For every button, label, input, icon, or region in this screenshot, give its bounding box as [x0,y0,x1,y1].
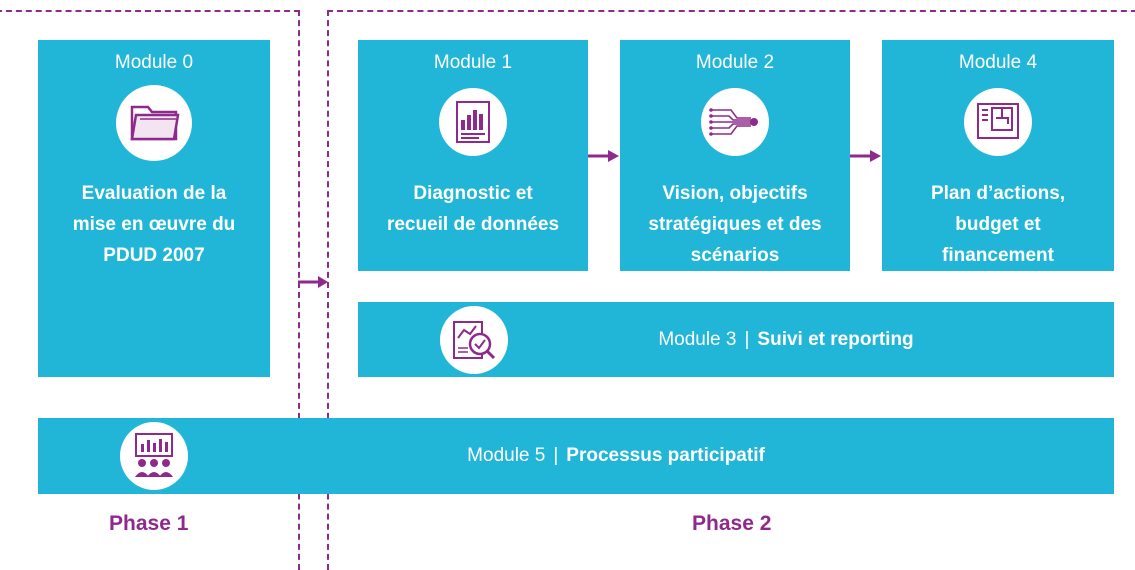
phase-1-container [0,10,300,570]
module-3-separator: | [744,328,750,350]
presentation-audience-icon [120,422,188,490]
module-3-bar: Module 3 | Suivi et reporting [358,302,1114,377]
module-2-description: Vision, objectifs stratégiques et des sc… [648,183,822,266]
module-2-title: Module 2 [695,52,775,73]
module-5-bar: Module 5 | Processus participatif [38,418,1114,494]
module-0-title: Module 0 [114,52,194,73]
network-lines-icon [701,88,769,156]
module-4-title: Module 4 [958,52,1038,73]
module-2-card: Module 2 Vision, objectifs stratégiques … [620,40,850,271]
module-5-separator: | [553,445,559,466]
module-5-description: Processus participatif [566,445,765,466]
module-3-description: Suivi et reporting [757,328,914,350]
phase-2-container [327,10,1135,570]
module-1-card: Module 1 Diagnostic et recueil de donnée… [358,40,588,271]
module-0-description: Evaluation de la mise en œuvre du PDUD 2… [72,183,236,266]
folder-icon [116,85,192,161]
module-0-card: Module 0 Evaluation de la mise en œuvre … [38,40,270,377]
phase-2-label: Phase 2 [692,512,772,535]
module-5-title: Module 5 [467,445,546,466]
flowchart-board-icon [964,88,1032,156]
arrow-module1-to-module2 [588,150,619,162]
arrow-phase1-to-phase2 [298,276,328,288]
phase-1-label: Phase 1 [109,512,189,535]
analytics-magnifier-icon [440,306,508,374]
module-4-card: Module 4 Plan d’actions, budget et finan… [882,40,1114,271]
module-1-title: Module 1 [433,52,513,73]
arrow-module2-to-module4 [850,150,881,162]
module-3-title: Module 3 [658,328,737,350]
report-chart-icon [439,88,507,156]
module-1-description: Diagnostic et recueil de données [386,183,560,235]
module-4-description: Plan d’actions, budget et financement [930,183,1066,266]
